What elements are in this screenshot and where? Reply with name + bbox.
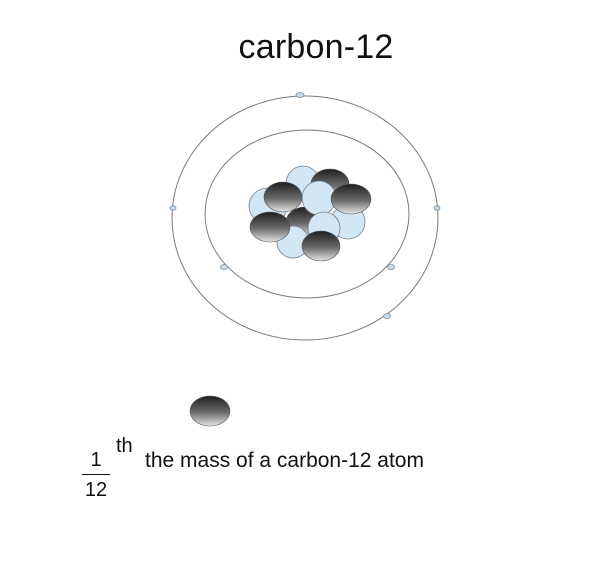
electron [433,205,441,211]
electron [387,264,395,270]
fraction: 1 12 [80,448,112,501]
electron [383,313,391,319]
fraction-denominator: 12 [84,479,108,501]
caption-text: the mass of a carbon-12 atom [145,449,424,472]
fraction-numerator: 1 [90,449,102,471]
outer-shell-orbit [171,95,439,341]
electron [220,264,228,270]
ordinal-superscript: th [116,435,133,457]
fraction-bar [82,474,110,475]
electron [169,205,177,211]
single-neutron [189,395,231,427]
neutron [263,181,303,213]
page-title: carbon-12 [238,28,394,66]
electron [295,92,305,98]
neutron [249,211,291,243]
inner-shell-orbit [204,129,410,299]
neutron [330,183,372,215]
neutron [301,230,341,262]
